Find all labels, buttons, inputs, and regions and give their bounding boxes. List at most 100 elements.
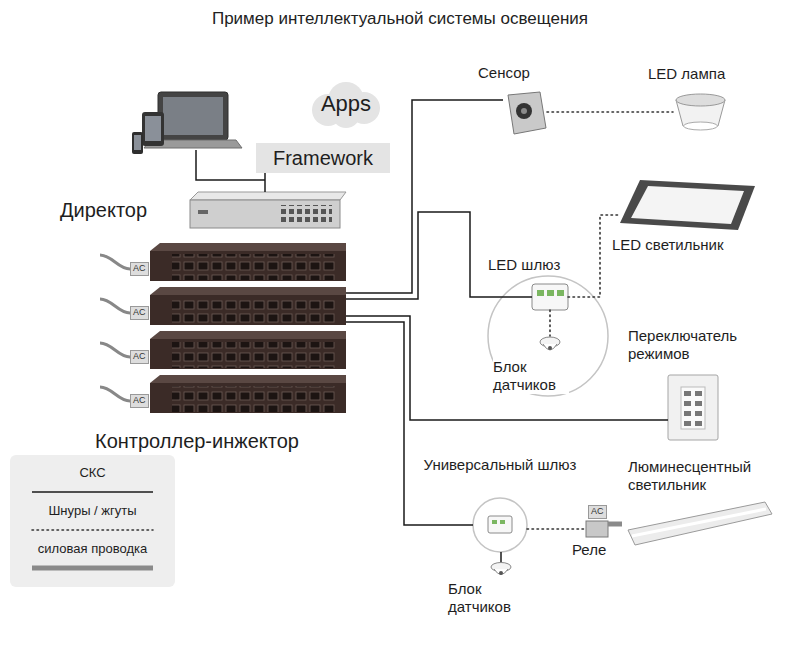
plug-label: AC — [130, 306, 149, 320]
gateway-circle — [473, 498, 527, 552]
led-lamp-icon — [676, 94, 725, 130]
device-wire — [196, 150, 265, 180]
controller-unit — [150, 375, 346, 383]
sensor-icon — [508, 92, 546, 134]
plug-label: AC — [130, 394, 149, 408]
node-label: Блок датчиков — [448, 580, 528, 616]
devices-icon — [163, 97, 223, 135]
connector — [500, 552, 502, 562]
fluorescent-fixture — [632, 509, 766, 536]
node-label: Директор — [60, 198, 147, 222]
framework-band: Framework — [256, 143, 390, 173]
plug-label: AC — [588, 505, 607, 519]
legend-panel — [10, 455, 175, 587]
legend-text: силовая проводка — [10, 542, 175, 556]
director-device — [198, 210, 208, 214]
fixture-node: Люминесцентный светильник — [622, 500, 772, 548]
led-panel-icon — [620, 180, 755, 230]
sensor-block-node: Блок датчиков — [490, 562, 512, 580]
switch-node: Переключатель режимов — [668, 375, 718, 440]
node-label: Люминесцентный светильник — [628, 458, 778, 494]
switch-plate — [695, 411, 702, 416]
node-label: LED светильник — [612, 236, 724, 254]
devices-icon — [145, 116, 161, 141]
node-label: LED лампа — [648, 65, 725, 83]
led-lamp-icon — [684, 122, 718, 130]
connector — [346, 322, 473, 525]
legend-text: СКС — [10, 466, 175, 480]
controller-unit — [172, 254, 337, 280]
led-lamp-icon — [676, 94, 725, 106]
panel-node: LED светильник — [620, 180, 755, 230]
gateway-icon — [547, 290, 554, 296]
node-label: Реле — [572, 541, 606, 559]
controller-unit — [150, 287, 346, 295]
node-label: Универсальный шлюз — [421, 456, 579, 474]
legend-sample — [32, 566, 153, 571]
controller-unit — [150, 295, 346, 325]
controller-unit — [150, 251, 346, 281]
gateway-circle — [488, 516, 512, 533]
power-cable — [100, 255, 130, 269]
controller-unit — [150, 243, 346, 251]
fluorescent-fixture — [628, 502, 772, 545]
sensor-block-icon — [540, 337, 560, 350]
switch-plate — [681, 387, 705, 429]
devices-icon — [134, 135, 141, 150]
power-cable — [100, 299, 130, 313]
connector — [346, 100, 503, 293]
node-label: Контроллер-инжектор — [95, 429, 299, 453]
legend-panel — [10, 455, 175, 587]
plug-label: AC — [130, 262, 149, 276]
node-label: Сенсор — [478, 64, 530, 82]
sensor-icon — [516, 103, 532, 119]
connector — [346, 316, 668, 420]
controller-unit — [150, 331, 346, 339]
devices-icon — [132, 132, 143, 154]
controller-unit — [150, 339, 346, 369]
connector — [264, 173, 266, 192]
universal-gateway-node: Универсальный шлюз — [473, 498, 527, 552]
director-device — [280, 205, 332, 223]
relay-node: Реле — [586, 521, 608, 537]
director-device — [190, 192, 346, 228]
relay-box — [586, 521, 608, 537]
node-label: Переключатель режимов — [628, 327, 778, 363]
gateway-icon — [532, 284, 568, 310]
switch-plate — [695, 391, 702, 396]
controller-unit — [150, 383, 346, 413]
node-label: Apps — [321, 91, 371, 117]
sensor-block-node: Блок датчиков — [540, 336, 560, 354]
gateway-icon — [537, 290, 544, 296]
controller-unit — [150, 287, 346, 325]
controller-unit — [172, 386, 337, 412]
node-label: Framework — [273, 146, 373, 170]
sensor-block-icon — [491, 563, 511, 576]
devices-icon — [158, 92, 228, 140]
cloud-node: Apps — [306, 80, 386, 128]
connector — [346, 212, 532, 299]
gateway-icon — [532, 284, 568, 310]
director-node: Директор — [190, 192, 340, 228]
gateway-circle — [500, 520, 505, 524]
devices-icon — [132, 92, 242, 154]
connector — [568, 215, 620, 297]
controller-unit — [150, 243, 346, 281]
legend-sample — [32, 491, 153, 493]
controller-unit — [150, 375, 346, 413]
callout-circle — [488, 276, 608, 396]
connector — [608, 522, 622, 527]
controller-unit — [150, 331, 346, 369]
power-cable — [100, 343, 130, 357]
gateway-node: LED шлюз — [532, 284, 568, 310]
gateway-icon — [557, 290, 564, 296]
sensor-block-icon — [499, 571, 503, 575]
led-panel-icon — [631, 186, 744, 224]
switch-plate — [695, 421, 702, 426]
sensor-node: Сенсор — [503, 90, 547, 135]
switch-plate — [684, 421, 691, 426]
director-device — [190, 192, 346, 200]
led-panel-icon — [620, 180, 755, 230]
device-wire — [196, 150, 265, 180]
